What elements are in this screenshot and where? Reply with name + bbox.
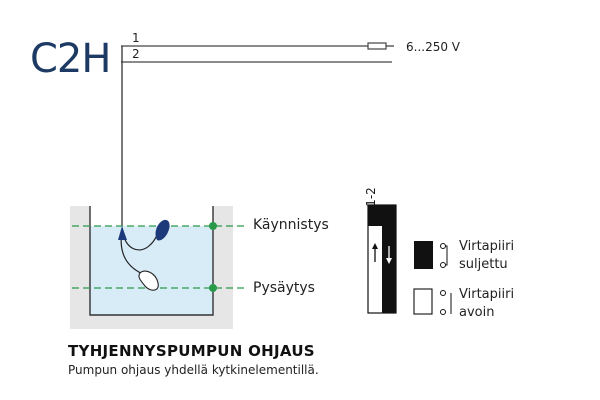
legend-closed-line1: Virtapiiri [459,239,515,254]
legend-open-swatch [413,288,433,315]
contact-closed-icon-2 [440,262,446,268]
wire-1-number: 1 [132,31,140,45]
legend-closed-label: Virtapiiri suljettu [459,238,514,274]
weight-icon [118,226,127,240]
model-label: C2H [30,36,111,82]
diagram-subtitle: Pumpun ohjaus yhdellä kytkinelementillä. [68,363,319,377]
state-bar-closed-region [368,205,396,313]
legend-closed-line2: suljettu [459,257,508,272]
arrow-down-head [386,258,392,264]
legend-open-line2: avoin [459,305,495,320]
contact-open-icon-2 [440,309,446,315]
fuse-icon [367,42,387,50]
start-level-marker [209,222,217,230]
switch-state-header: 1-2 [363,187,378,207]
float-down-icon [138,270,159,291]
well-floor [70,315,233,329]
contact-closed-icon [440,243,446,249]
well-outline [89,206,214,316]
contact-closed-bridge [445,245,448,266]
wire-2-number: 2 [132,47,140,61]
arrow-up-head [372,243,378,249]
float-up-icon [155,219,170,241]
well-wall-right [213,206,233,326]
legend-open-line1: Virtapiiri [459,287,515,302]
stop-level-label: Pysäytys [253,280,315,296]
water [90,226,213,315]
stop-level-marker [209,284,217,292]
contact-open-icon [440,290,446,296]
start-level-label: Käynnistys [253,217,329,233]
well-wall-left [70,206,90,326]
voltage-label: 6...250 V [406,40,461,54]
legend-open-label: Virtapiiri avoin [459,286,514,322]
legend-closed-swatch [414,241,433,269]
diagram-title: TYHJENNYSPUMPUN OHJAUS [68,342,315,360]
